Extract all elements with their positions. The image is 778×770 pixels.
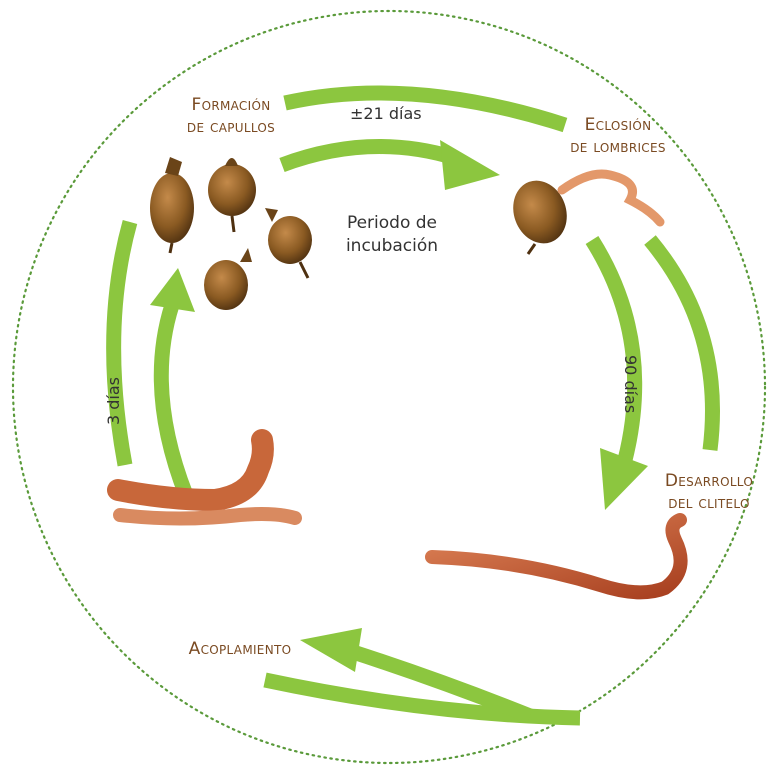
adult-worm-image bbox=[432, 520, 681, 592]
center-text: Periodo de incubación bbox=[318, 212, 466, 258]
label-cocoon-formation: Formación de capullos bbox=[158, 94, 304, 138]
cocoon-image bbox=[265, 208, 312, 278]
cocoon-image bbox=[150, 157, 194, 253]
duration-mating: 3 días bbox=[104, 377, 123, 425]
cocoon-image bbox=[208, 158, 256, 232]
hatching-worm-image bbox=[505, 173, 660, 254]
label-line: de capullos bbox=[158, 116, 304, 138]
cocoon-image bbox=[204, 248, 252, 310]
label-line: Formación bbox=[158, 94, 304, 116]
arc-outer-left bbox=[114, 222, 130, 465]
center-text-line: incubación bbox=[318, 235, 466, 258]
label-line: de lombrices bbox=[528, 136, 708, 158]
label-line: Acoplamiento bbox=[160, 638, 320, 660]
arc-outer-bottom bbox=[265, 680, 580, 718]
label-mating: Acoplamiento bbox=[160, 638, 320, 660]
label-line: Desarrollo bbox=[644, 470, 774, 492]
label-line: del clitelo bbox=[644, 492, 774, 514]
arrow-incubation bbox=[282, 140, 500, 190]
label-clitellum-development: Desarrollo del clitelo bbox=[644, 470, 774, 514]
duration-incubation: ±21 días bbox=[350, 104, 422, 123]
arc-outer-top bbox=[285, 93, 565, 125]
arrow-cocoon-formation bbox=[150, 268, 195, 495]
duration-development: 90 días bbox=[621, 355, 640, 413]
label-hatching: Eclosión de lombrices bbox=[528, 114, 708, 158]
mating-worms-image bbox=[118, 440, 295, 519]
arc-outer-right bbox=[650, 240, 713, 450]
center-text-line: Periodo de bbox=[318, 212, 466, 235]
label-line: Eclosión bbox=[528, 114, 708, 136]
